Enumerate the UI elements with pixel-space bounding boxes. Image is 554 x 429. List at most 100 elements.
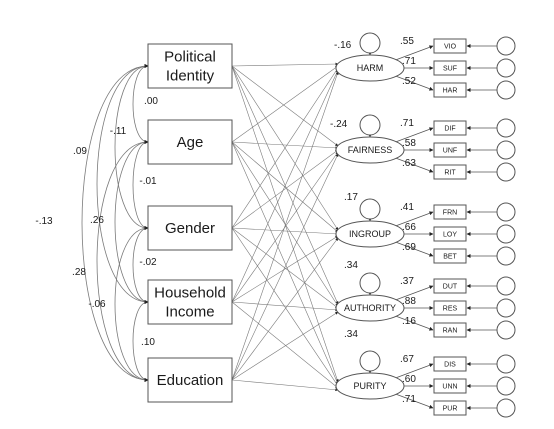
loading-label: .41: [400, 202, 414, 213]
regression-path: [231, 311, 339, 381]
loading-arrow: [395, 315, 434, 331]
covariance-arc: [114, 226, 149, 382]
predictor-label: Household: [154, 285, 226, 302]
predictor-label: Education: [157, 372, 224, 389]
indicator-box: [433, 378, 467, 394]
indicator-box: [433, 164, 467, 180]
factor-disturbance-circle: [359, 272, 381, 294]
loading-label: .37: [400, 276, 414, 287]
indicator-label: BET: [443, 254, 457, 261]
indicator-box: [433, 400, 467, 416]
indicator-label: UNF: [443, 148, 457, 155]
indicator-box: [433, 142, 467, 158]
indicator-box: [433, 226, 467, 242]
loading-label: .55: [400, 36, 414, 47]
correlation-label: -.02: [139, 257, 157, 268]
factor-disturbance-circle: [359, 198, 381, 220]
indicator-residual-circle: [496, 398, 516, 418]
indicator-box: [433, 38, 467, 54]
indicator-residual-circle: [496, 80, 516, 100]
correlation-label: .00: [144, 96, 158, 107]
predictor-box: [147, 357, 233, 403]
predictor-label: Identity: [166, 68, 215, 85]
factor-label: FAIRNESS: [348, 145, 393, 155]
loading-arrow: [395, 393, 434, 409]
loading-label: .66: [402, 222, 416, 233]
predictor-box: [147, 119, 233, 165]
loading-label: .69: [402, 242, 416, 253]
factor-ellipse: [335, 294, 405, 322]
predictor-label: Political: [164, 49, 216, 66]
indicator-box: [433, 248, 467, 264]
factor-label: AUTHORITY: [344, 303, 396, 313]
factor-label: INGROUP: [349, 229, 391, 239]
indicator-label: VIO: [444, 44, 457, 51]
indicator-box: [433, 322, 467, 338]
predictor-box: [147, 205, 233, 251]
regression-path: [231, 227, 339, 309]
indicator-residual-circle: [496, 320, 516, 340]
indicator-residual-circle: [496, 140, 516, 160]
regression-path: [231, 151, 339, 303]
regression-path: [231, 65, 339, 147]
diagram-nodes: [147, 32, 516, 418]
regression-path: [231, 301, 339, 312]
covariance-arc: [132, 64, 149, 144]
factor-value-label: -.16: [334, 40, 352, 51]
loading-arrow: [395, 363, 434, 379]
indicator-residual-circle: [496, 298, 516, 318]
factor-label: HARM: [357, 63, 384, 73]
covariance-arc: [132, 300, 149, 382]
regression-paths: [231, 62, 339, 392]
indicator-residual-circle: [496, 276, 516, 296]
factor-value-label: .34: [344, 329, 358, 340]
factor-ellipse: [335, 220, 405, 248]
factor-disturbance-circle: [359, 114, 381, 136]
loading-label: .16: [402, 316, 416, 327]
correlation-label: .09: [73, 146, 87, 157]
regression-path: [231, 62, 339, 67]
indicator-label: LOY: [443, 232, 457, 239]
loading-label: .71: [402, 394, 416, 405]
indicator-label: DIF: [444, 126, 455, 133]
regression-path: [231, 227, 339, 236]
indicator-box: [433, 120, 467, 136]
indicator-residual-circle: [496, 36, 516, 56]
factor-disturbance-circle: [359, 32, 381, 54]
predictor-label: Income: [165, 304, 214, 321]
regression-path: [231, 301, 339, 389]
regression-path: [231, 141, 339, 307]
indicator-label: HAR: [443, 88, 458, 95]
indicator-residual-circle: [496, 354, 516, 374]
loading-arrow: [395, 45, 434, 61]
diagram-labels: .00-.01-.02.10-.11.26-.06.09.28-.13Polit…: [35, 36, 458, 413]
correlation-label: -.13: [35, 216, 53, 227]
factor-ellipse: [335, 54, 405, 82]
covariance-arc: [132, 140, 149, 230]
indicator-label: DUT: [443, 284, 458, 291]
correlation-label: -.11: [110, 126, 127, 137]
factor-value-label: .34: [344, 260, 358, 271]
loading-arrow: [395, 75, 434, 91]
indicator-box: [433, 278, 467, 294]
correlation-label: -.01: [139, 176, 157, 187]
indicator-residual-circle: [496, 246, 516, 266]
predictor-label: Gender: [165, 220, 215, 237]
covariance-arc: [114, 140, 149, 304]
loading-label: .63: [402, 158, 416, 169]
loading-arrow: [395, 285, 434, 301]
factor-disturbance-circle: [359, 350, 381, 372]
indicator-label: UNN: [442, 384, 457, 391]
loading-label: .71: [400, 118, 414, 129]
indicator-box: [433, 82, 467, 98]
loading-arrow: [395, 241, 434, 257]
predictor-box: [147, 279, 233, 325]
indicator-label: RES: [443, 306, 458, 313]
indicator-residual-circle: [496, 202, 516, 222]
covariance-arc: [114, 64, 149, 230]
regression-path: [231, 71, 339, 381]
indicator-residual-circle: [496, 224, 516, 244]
predictor-label: Age: [177, 134, 204, 151]
covariance-arc: [132, 226, 149, 304]
